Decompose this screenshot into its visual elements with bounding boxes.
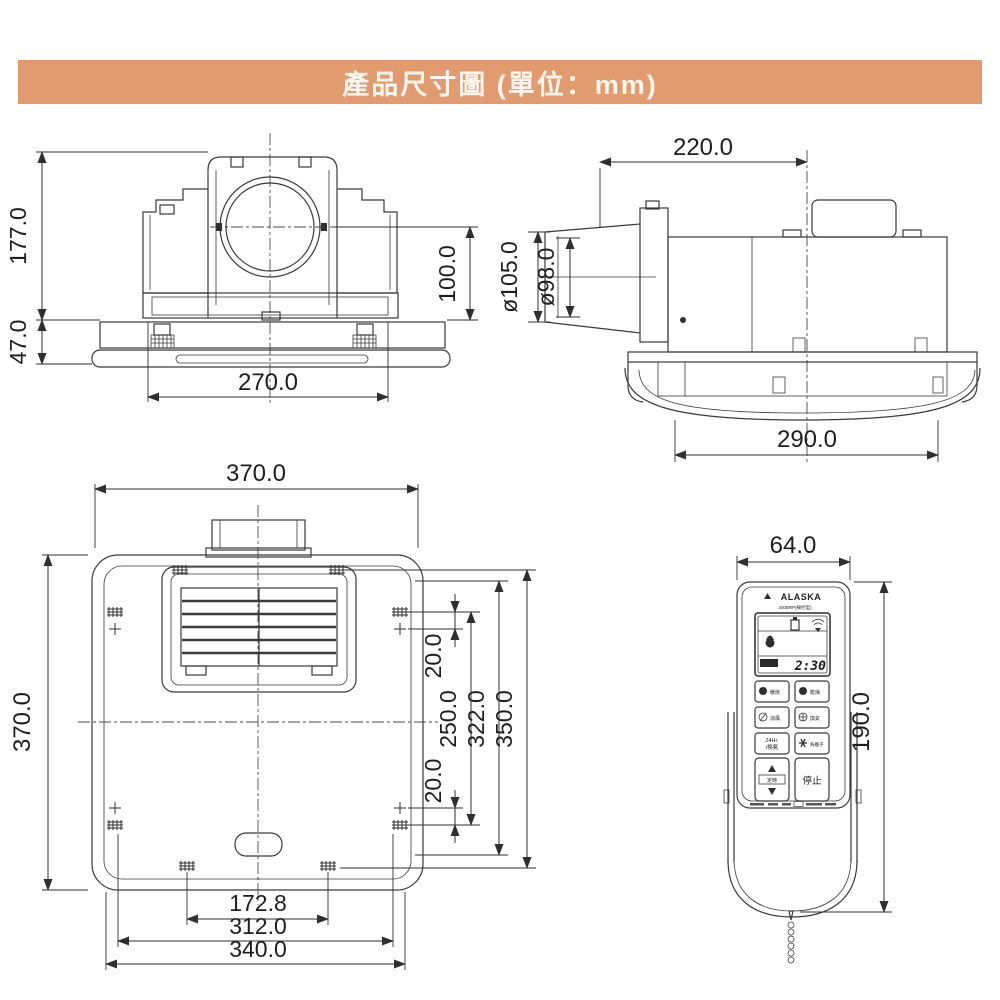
title-bar: 產品尺寸圖 (單位：mm) (18, 60, 982, 104)
dim-overall-span: 350.0 (491, 690, 517, 748)
mode-flame-icon (765, 635, 775, 648)
lcd-display (754, 612, 831, 677)
dim-side-frame-depth: 290.0 (777, 426, 837, 453)
dim-duct-outer: ø105.0 (496, 241, 522, 313)
brand-logo-icon (764, 593, 771, 599)
remote-control-drawing: ALASKA 300BRP(線控型) 2:30 暖房 (723, 532, 892, 964)
screw-mark (106, 606, 124, 618)
dim-panel-width: 340.0 (229, 936, 287, 962)
heat-button (754, 680, 790, 703)
dim-inset-top: 20.0 (420, 634, 446, 679)
model-label: 300BRP(線控型) (778, 604, 812, 611)
dim-grille-screws: 172.8 (229, 890, 287, 916)
dim-remote-height: 190.0 (848, 692, 875, 752)
bottom-view-drawing: 370.0 370.0 350.0 322.0 250.0 20.0 (9, 460, 536, 970)
lcd-time: 2:30 (794, 659, 826, 674)
dim-remote-width: 64.0 (770, 532, 817, 559)
cool-button-label: 涼風 (770, 715, 780, 722)
status-tag (760, 659, 778, 667)
anion-button-label: 負離子 (810, 741, 824, 748)
stop-button (794, 757, 830, 802)
page-title: 產品尺寸圖 (單位：mm) (342, 69, 658, 100)
dim-screw-span: 250.0 (435, 690, 461, 748)
vent24-button (754, 732, 790, 755)
timer-label: 定時 (767, 777, 777, 784)
dim-bottom-width: 370.0 (226, 460, 286, 487)
anion-icon (799, 738, 807, 748)
heat-button-label: 暖房 (770, 689, 780, 696)
dim-front-height: 177.0 (5, 207, 31, 265)
pull-chain (788, 910, 794, 921)
dim-duct-inner: ø98.0 (533, 248, 559, 307)
stop-button-label: 停止 (802, 775, 822, 787)
vent24-label-1: 24Hr. (765, 738, 779, 744)
cool-button (754, 706, 790, 729)
fine-print (750, 801, 836, 807)
dry-button-label: 乾燥 (810, 689, 820, 696)
dim-side-depth: 220.0 (673, 134, 733, 161)
anion-button (794, 732, 830, 755)
dim-mount-screws: 312.0 (229, 913, 287, 939)
dim-bottom-height: 370.0 (9, 692, 36, 752)
arrow-down-icon (768, 788, 776, 795)
vent24-label-2: /換氣 (766, 743, 779, 751)
timer-button (754, 757, 790, 802)
signal-icon (811, 618, 825, 632)
vent-button (794, 706, 830, 729)
arrow-up-icon (768, 765, 776, 772)
dim-front-flange-height: 47.0 (5, 320, 31, 365)
brand-name: ALASKA (781, 592, 822, 602)
dim-front-duct-center: 100.0 (434, 245, 460, 303)
dim-front-width: 270.0 (238, 369, 298, 396)
battery-icon (790, 619, 800, 631)
front-view-drawing: 177.0 47.0 100.0 270.0 (5, 133, 478, 405)
side-view-drawing: 220.0 ø105.0 ø98.0 290.0 (496, 134, 981, 463)
vent-button-label: 換氣 (810, 715, 820, 722)
dry-button (794, 680, 830, 703)
dim-panel-span: 322.0 (463, 690, 489, 748)
dim-inset-bottom: 20.0 (420, 759, 446, 804)
